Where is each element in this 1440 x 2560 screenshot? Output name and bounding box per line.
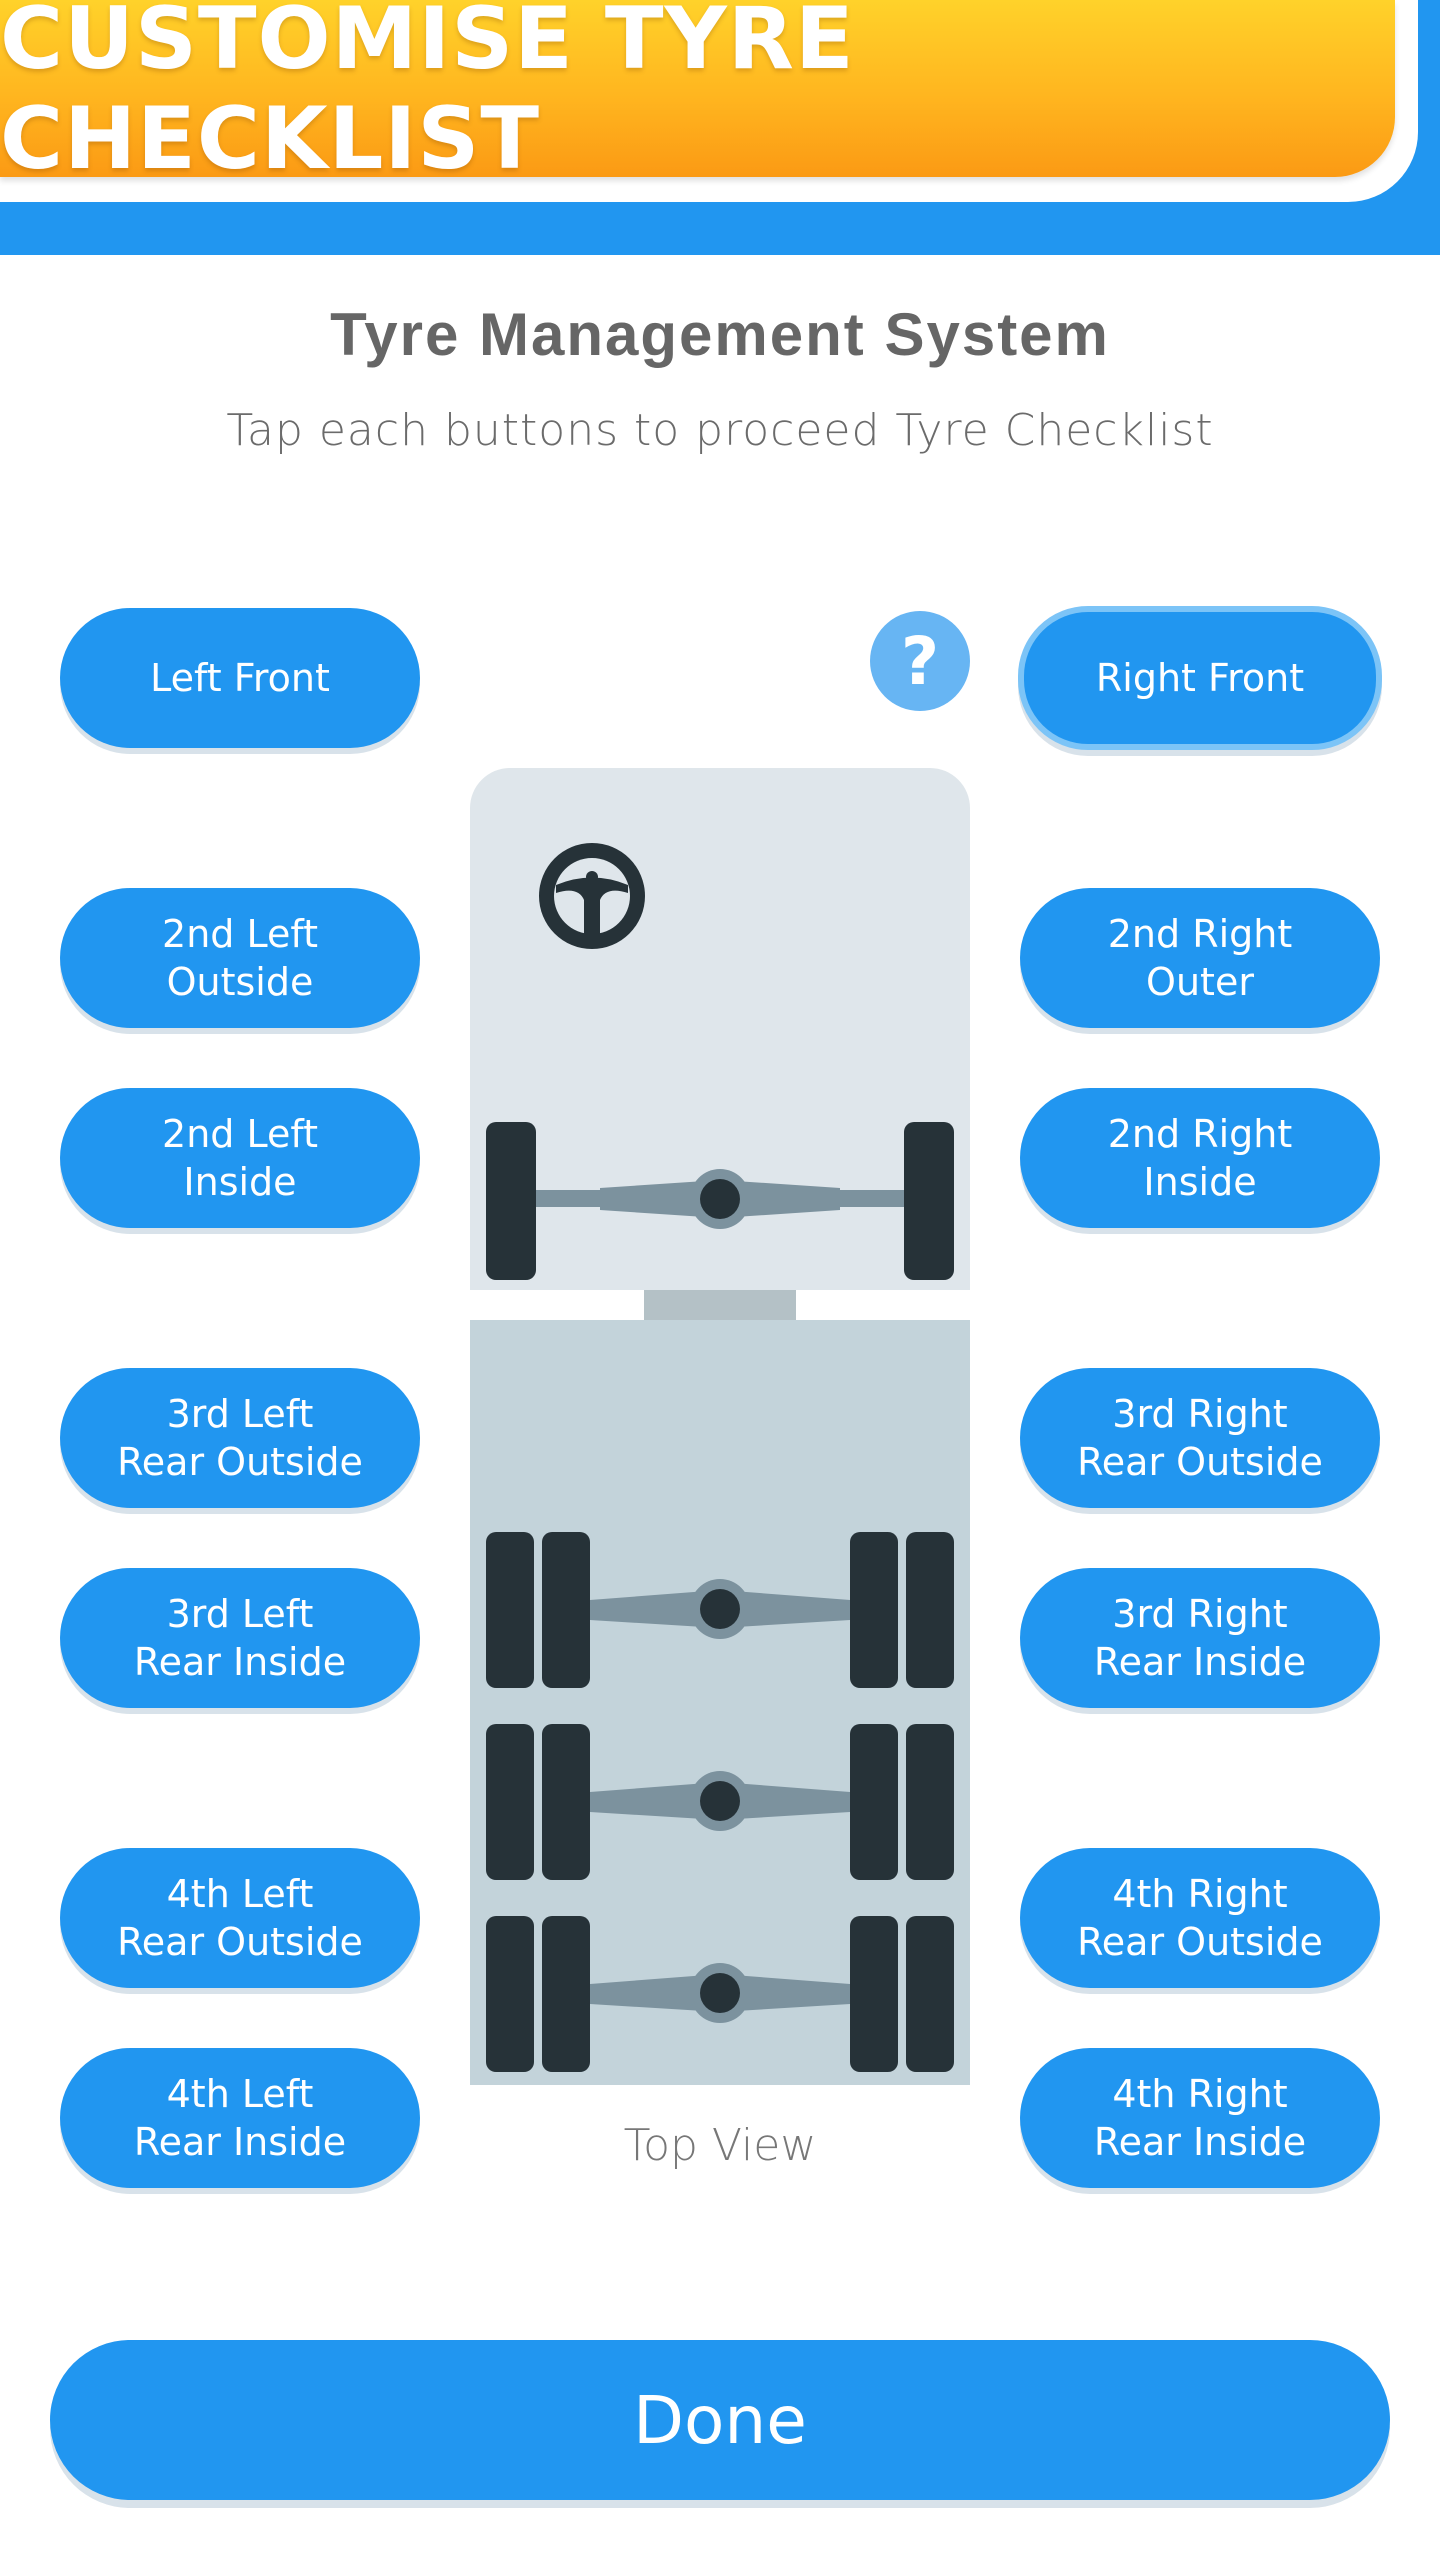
steering-wheel-icon [539,843,645,949]
front-left-wheel [486,1122,536,1280]
help-button[interactable]: ? [870,611,970,711]
2nd-right-outer-button[interactable]: 2nd Right Outer [1020,888,1380,1028]
2nd-left-outside-button[interactable]: 2nd Left Outside [60,888,420,1028]
truck-cab-bottom [470,1230,970,1290]
page-subtitle: Tap each buttons to proceed Tyre Checkli… [226,405,1214,456]
right-front-button[interactable]: Right Front [1018,606,1382,750]
question-mark-icon: ? [900,622,940,700]
rear-axle-1 [486,1532,954,1688]
3rd-left-rear-inside-button[interactable]: 3rd Left Rear Inside [60,1568,420,1708]
4th-right-rear-inside-button[interactable]: 4th Right Rear Inside [1020,2048,1380,2188]
done-button[interactable]: Done [50,2340,1390,2500]
3rd-right-rear-inside-button[interactable]: 3rd Right Rear Inside [1020,1568,1380,1708]
2nd-right-inside-button[interactable]: 2nd Right Inside [1020,1088,1380,1228]
left-front-button[interactable]: Left Front [60,608,420,748]
page-title: Tyre Management System [330,301,1110,368]
3rd-right-rear-outside-button[interactable]: 3rd Right Rear Outside [1020,1368,1380,1508]
3rd-left-rear-outside-button[interactable]: 3rd Left Rear Outside [60,1368,420,1508]
front-axle [486,1122,954,1280]
4th-left-rear-outside-button[interactable]: 4th Left Rear Outside [60,1848,420,1988]
header-banner [0,0,1395,177]
header-title: CUSTOMISE TYRE CHECKLIST [0,0,855,189]
4th-left-rear-inside-button[interactable]: 4th Left Rear Inside [60,2048,420,2188]
4th-right-rear-outside-button[interactable]: 4th Right Rear Outside [1020,1848,1380,1988]
rear-axle-2 [486,1724,954,1880]
front-right-wheel [904,1122,954,1280]
diagram-caption: Top View [623,2120,817,2171]
2nd-left-inside-button[interactable]: 2nd Left Inside [60,1088,420,1228]
rear-axle-3 [486,1916,954,2072]
truck-connector [644,1290,796,1320]
